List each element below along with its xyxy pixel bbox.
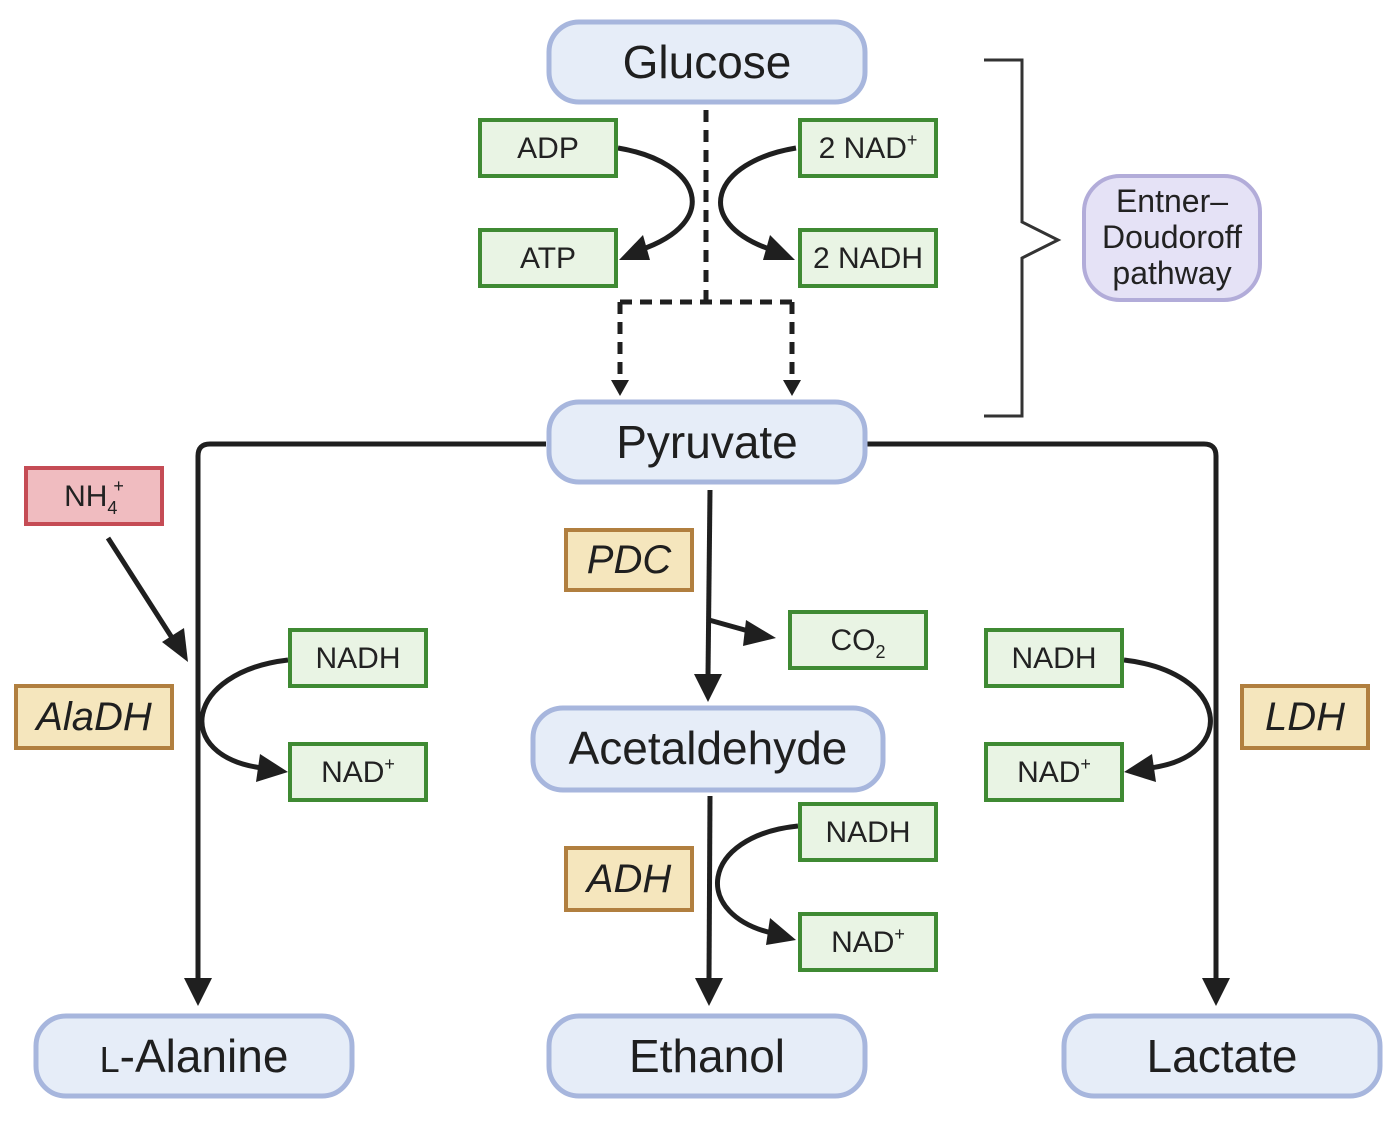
ethanol-box: Ethanol [546,1013,868,1099]
alanine-nad-box: NAD+ [288,742,428,802]
ethanol-arrowhead [695,978,723,1006]
aladh-nad-arrowhead [256,754,288,782]
ldh-nad-label: NAD+ [1017,754,1091,789]
alanine-nad-text: NAD [321,756,384,789]
aladh-box: AlaDH [14,684,174,750]
adh-box: ADH [564,846,694,912]
ammonium-charge: + [113,476,124,496]
alanine-nad-label: NAD+ [321,754,395,789]
ldh-cofactor-curve [1123,657,1213,771]
adh-cofactor-curve [715,823,799,937]
ldh-nad-box: NAD+ [984,742,1124,802]
nadh-2-box: 2 NADH [798,228,938,288]
pathway-brace [984,58,1062,418]
ldh-nad-arrowhead [1124,754,1156,782]
ammonium-box: NH4+ [24,466,164,526]
alanine-arrowhead [184,978,212,1006]
nad-2-charge: + [907,130,918,150]
ldh-label: LDH [1265,695,1345,739]
acetaldehyde-to-ethanol-line [706,795,713,981]
adh-nadh-label: NADH [825,816,910,849]
pathway-label-line-3: pathway [1112,255,1231,291]
ldh-box: LDH [1240,684,1370,750]
adh-label: ADH [585,857,672,901]
nad-2-box: 2 NAD+ [798,118,938,178]
ammonium-base: NH [64,480,107,513]
ammonium-subscript: 4 [107,498,117,518]
dashed-arrowhead-right [783,380,801,396]
pathway-label-line-1: Entner– [1116,183,1228,219]
alanine-nadh-box: NADH [288,628,428,688]
dashed-arrowhead-left [611,380,629,396]
ldh-nadh-box: NADH [984,628,1124,688]
l-alanine-box: L-Alanine [33,1013,355,1099]
adh-nad-charge: + [894,924,905,944]
adh-nadh-box: NADH [798,802,938,862]
atp-arrowhead [619,235,650,260]
pathway-label-line-2: Doudoroff [1102,219,1242,255]
l-alanine-prefix: L [100,1039,120,1080]
nad-2-text: 2 NAD [819,132,907,165]
ammonium-label: NH4+ [64,476,124,518]
glucose-label: Glucose [623,36,792,88]
adp-to-atp-curve [617,145,695,253]
co2-subscript: 2 [875,642,885,662]
lactate-box: Lactate [1061,1013,1383,1099]
pathway-label-box: Entner– Doudoroff pathway [1082,174,1262,302]
alanine-nadh-label: NADH [315,642,400,675]
atp-label: ATP [520,242,576,275]
ldh-nad-charge: + [1080,754,1091,774]
ldh-nad-text: NAD [1017,756,1080,789]
glucose-box: Glucose [546,19,868,105]
ldh-nadh-label: NADH [1011,642,1096,675]
co2-box: CO2 [788,610,928,670]
adp-box: ADP [478,118,618,178]
atp-box: ATP [478,228,618,288]
nadh-arrowhead [763,235,795,260]
co2-arrowhead [743,620,776,646]
nad-2-label: 2 NAD+ [819,130,918,165]
ethanol-label: Ethanol [629,1030,785,1082]
adh-nad-text: NAD [831,926,894,959]
co2-label: CO2 [830,624,885,662]
adh-nad-arrowhead [766,918,796,945]
acetaldehyde-label: Acetaldehyde [569,722,848,774]
pyruvate-to-acetaldehyde-line [705,489,713,677]
co2-release-line [708,617,753,635]
nad-to-nadh-curve [718,145,797,253]
pyruvate-label: Pyruvate [616,416,798,468]
adh-nad-label: NAD+ [831,924,905,959]
pdc-label: PDC [587,538,673,582]
acetaldehyde-box: Acetaldehyde [530,705,886,793]
pyruvate-to-alanine-line [195,441,546,980]
ammonium-arrowhead [162,628,188,662]
l-alanine-label: L-Alanine [100,1030,289,1082]
co2-base: CO [830,624,875,657]
adp-label: ADP [517,132,579,165]
pyruvate-box: Pyruvate [546,399,868,485]
ammonium-arrow-line [105,536,179,646]
aladh-label: AlaDH [34,695,152,739]
alanine-nad-charge: + [384,754,395,774]
l-alanine-name: -Alanine [120,1030,289,1082]
lactate-arrowhead [1202,978,1230,1006]
aladh-cofactor-curve [199,657,289,771]
adh-nad-box: NAD+ [798,912,938,972]
acetaldehyde-arrowhead [694,674,722,702]
connectors [105,58,1230,1006]
pdc-box: PDC [564,528,694,592]
pyruvate-to-lactate-line [866,441,1219,980]
lactate-label: Lactate [1147,1030,1298,1082]
nadh-2-label: 2 NADH [813,242,923,275]
